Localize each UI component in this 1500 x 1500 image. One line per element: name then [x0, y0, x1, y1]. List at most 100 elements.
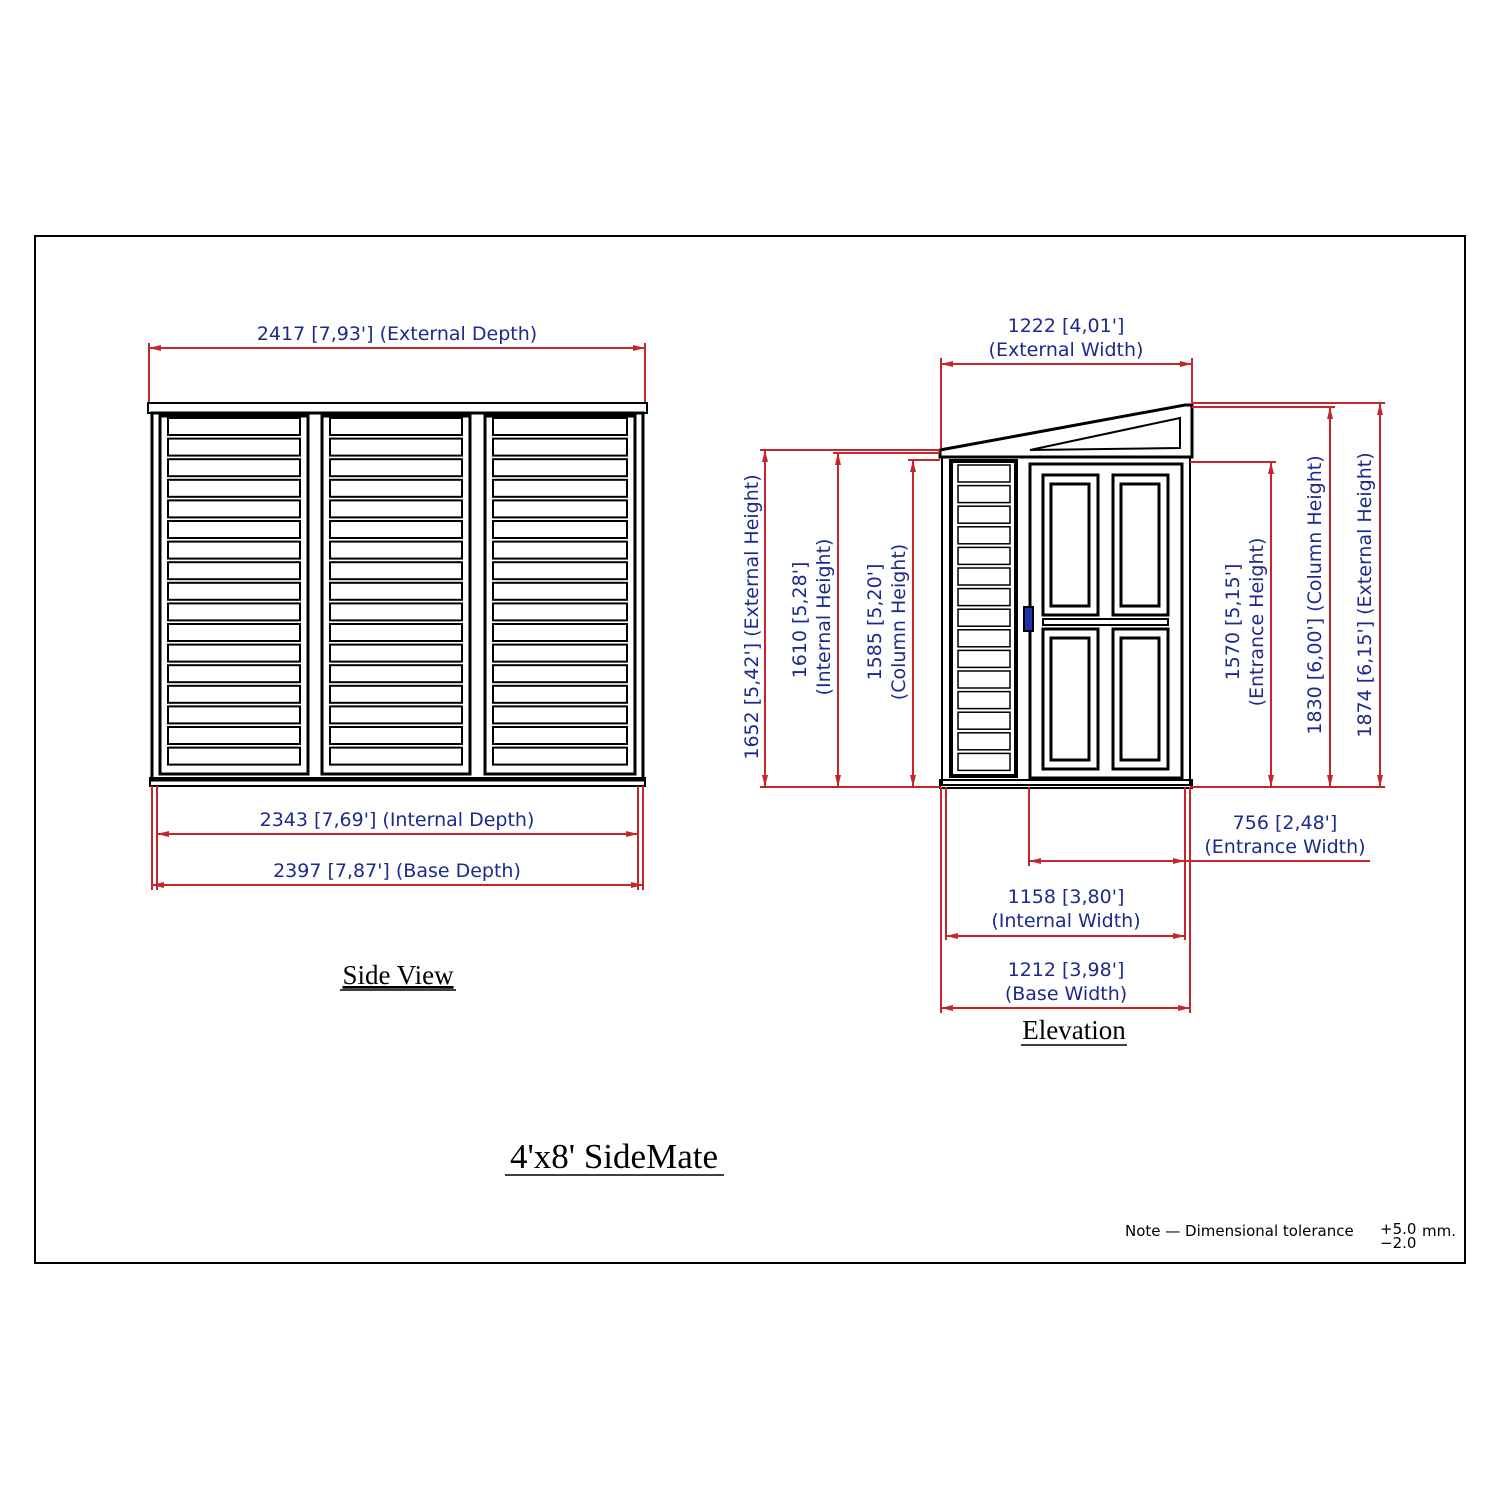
- internal-height-value: 1610 [5,28']: [789, 562, 811, 679]
- louver-slat: [329, 623, 463, 642]
- arrowhead: [1327, 775, 1333, 787]
- louver-slat: [957, 567, 1011, 586]
- entrance-height-value: 1570 [5,15']: [1222, 564, 1244, 681]
- louver-slat: [957, 670, 1011, 689]
- louver-slat: [492, 561, 628, 581]
- sheet-border: [34, 235, 1466, 1264]
- louver-slat: [492, 705, 628, 725]
- arrowhead: [762, 450, 768, 462]
- louver-slat: [329, 458, 463, 478]
- tolerance-plus: +5.0: [1380, 1220, 1416, 1238]
- door-panel: [1049, 636, 1091, 762]
- louver-slat: [167, 726, 301, 745]
- louver-slat: [957, 464, 1011, 483]
- louver-slat: [167, 540, 301, 560]
- door-panel: [1041, 627, 1100, 771]
- door-panel: [1041, 473, 1100, 617]
- column-height-left-value: 1585 [5,20']: [864, 564, 886, 681]
- louver-slat: [329, 561, 463, 581]
- door-panel: [1111, 627, 1170, 771]
- louver-slat: [329, 726, 463, 745]
- louver-slat: [957, 711, 1011, 730]
- louver-slat: [957, 649, 1011, 669]
- louver-slat: [167, 602, 301, 622]
- louver-slat: [167, 581, 301, 601]
- louver-slat: [329, 417, 463, 436]
- entrance-width-value: 756 [2,48']: [1233, 812, 1338, 834]
- louver-slat: [329, 520, 463, 539]
- arrowhead: [835, 453, 841, 465]
- external-height-left-label: 1652 [5,42'] (External Height): [741, 474, 763, 759]
- louver-slat: [167, 664, 301, 684]
- louver-slat: [957, 752, 1011, 772]
- door-rail: [1042, 618, 1169, 626]
- base-width-caption: (Base Width): [1005, 983, 1127, 1005]
- arrowhead: [1029, 858, 1041, 864]
- louver-panel: [949, 459, 1018, 778]
- arrowhead: [946, 933, 958, 939]
- louver-slat: [492, 664, 628, 684]
- louver-slat: [329, 664, 463, 684]
- arrowhead: [835, 775, 841, 787]
- arrowhead: [1178, 1005, 1190, 1011]
- louver-slat: [957, 587, 1011, 607]
- louver-slat: [329, 437, 463, 457]
- external-depth-label: 2417 [7,93'] (External Depth): [257, 323, 537, 345]
- louver-slat: [329, 499, 463, 519]
- louver-slat: [167, 417, 301, 436]
- drawing-title: 4'x8' SideMate: [510, 1137, 718, 1176]
- louver-slat: [492, 540, 628, 560]
- external-width-caption: (External Width): [989, 339, 1144, 361]
- louver-slat: [167, 561, 301, 581]
- elevation-wall: [941, 456, 1191, 786]
- side-panel: [158, 414, 310, 776]
- louver-slat: [329, 602, 463, 622]
- internal-width-caption: (Internal Width): [991, 910, 1140, 932]
- arrowhead: [910, 775, 916, 787]
- base-depth-label: 2397 [7,87'] (Base Depth): [273, 860, 521, 882]
- side-base: [149, 777, 646, 787]
- door-panel: [1119, 482, 1161, 608]
- louver-slat: [167, 643, 301, 663]
- louver-slat: [167, 684, 301, 704]
- arrowhead: [149, 345, 161, 351]
- arrowhead: [762, 775, 768, 787]
- tolerance-minus: −2.0: [1380, 1234, 1416, 1252]
- louver-slat: [492, 458, 628, 478]
- elevation-base: [939, 779, 1193, 789]
- base-width-value: 1212 [3,98']: [1008, 959, 1125, 981]
- arrowhead: [910, 460, 916, 472]
- side-view-shed-drawing: [147, 402, 648, 787]
- louver-slat: [492, 581, 628, 601]
- column-height-right-label: 1830 [6,00'] (Column Height): [1304, 455, 1326, 734]
- louver-slat: [957, 505, 1011, 524]
- arrowhead: [152, 882, 164, 888]
- arrowhead: [1377, 403, 1383, 415]
- arrowhead: [1173, 858, 1185, 864]
- louver-slat: [492, 746, 628, 766]
- arrowhead: [626, 831, 638, 837]
- side-panel: [483, 414, 637, 776]
- louver-slat: [492, 478, 628, 498]
- louver-slat: [167, 499, 301, 519]
- external-height-right-label: 1874 [6,15'] (External Height): [1354, 452, 1376, 737]
- arrowhead: [1173, 933, 1185, 939]
- arrowhead: [633, 345, 645, 351]
- arrowhead: [1327, 407, 1333, 419]
- arrowhead: [631, 882, 643, 888]
- louver-slat: [957, 732, 1011, 751]
- louver-slat: [957, 546, 1011, 566]
- louver-slat: [167, 746, 301, 766]
- entrance-width-caption: (Entrance Width): [1204, 836, 1365, 858]
- louver-slat: [329, 478, 463, 498]
- door-handle-icon[interactable]: [1023, 606, 1034, 632]
- louver-slat: [492, 437, 628, 457]
- louver-slat: [167, 478, 301, 498]
- louver-slat: [167, 705, 301, 725]
- door-panel: [1111, 473, 1170, 617]
- louver-slat: [329, 581, 463, 601]
- side-view-title: Side View: [342, 960, 454, 990]
- louver-slat: [957, 484, 1011, 504]
- arrowhead: [1180, 361, 1192, 367]
- arrowhead: [941, 1005, 953, 1011]
